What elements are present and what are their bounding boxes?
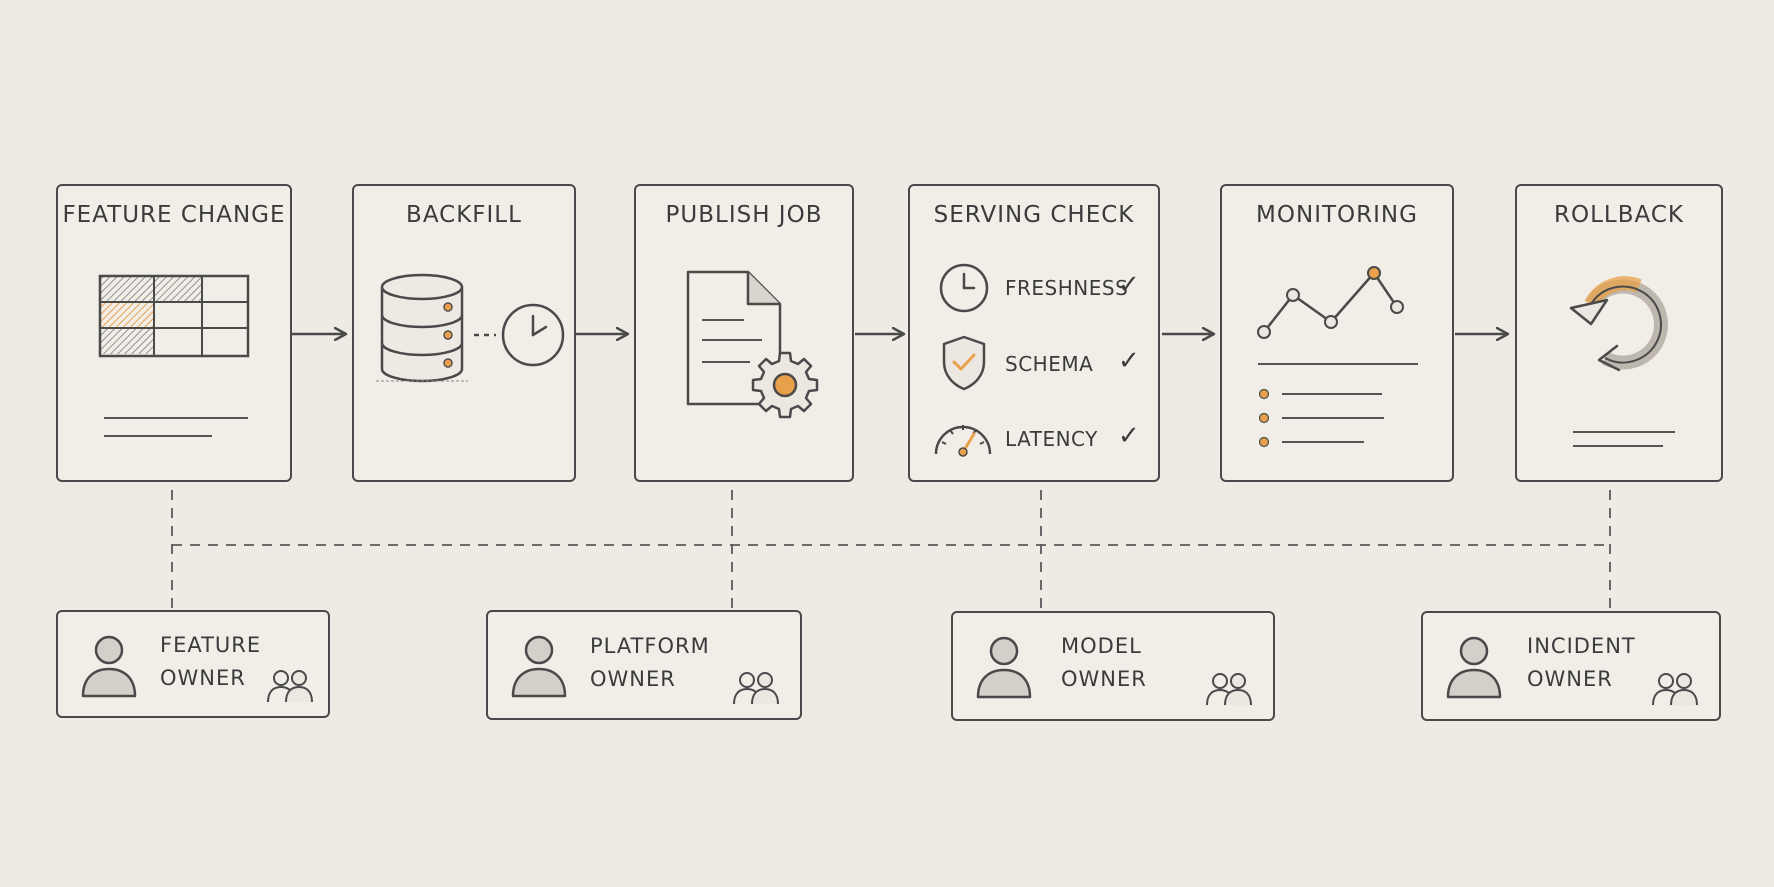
notes-lines	[104, 417, 248, 437]
owner-label-line1: INCIDENT	[1527, 634, 1636, 658]
owner-label: INCIDENT OWNER	[1527, 630, 1636, 696]
person-icon	[81, 635, 137, 698]
rollback-arrow-icon	[1569, 276, 1668, 372]
team-icon	[267, 670, 313, 703]
stage-title: SERVING CHECK	[933, 202, 1135, 228]
stage-title: PUBLISH JOB	[665, 202, 823, 228]
dotted-connector	[474, 333, 496, 337]
clock-icon	[939, 263, 989, 313]
clock-icon	[501, 303, 565, 367]
stage-publish-job: PUBLISH JOB	[634, 184, 854, 482]
owner-card-model: MODEL OWNER	[951, 611, 1275, 721]
check-label-freshness: FRESHNESS	[1005, 276, 1129, 300]
owner-label-line2: OWNER	[1527, 667, 1613, 691]
person-icon	[511, 635, 567, 698]
check-mark-latency: ✓	[1118, 421, 1140, 451]
stage-backfill: BACKFILL	[352, 184, 576, 482]
owner-label-line2: OWNER	[160, 666, 246, 690]
document-gear-icon	[686, 270, 819, 419]
owner-label-line1: MODEL	[1061, 634, 1142, 658]
owner-label-line1: FEATURE	[160, 633, 262, 657]
stage-title: MONITORING	[1256, 202, 1418, 228]
owner-card-platform: PLATFORM OWNER	[486, 610, 802, 720]
stage-title: FEATURE CHANGE	[62, 202, 286, 228]
owner-label-line1: PLATFORM	[590, 634, 710, 658]
check-label-schema: SCHEMA	[1005, 352, 1094, 376]
person-icon	[976, 636, 1032, 699]
notes-lines	[1573, 431, 1675, 447]
owner-label: MODEL OWNER	[1061, 630, 1147, 696]
check-mark-schema: ✓	[1118, 346, 1140, 376]
owner-label-line2: OWNER	[1061, 667, 1147, 691]
owner-card-feature: FEATURE OWNER	[56, 610, 330, 718]
stage-rollback: ROLLBACK	[1515, 184, 1723, 482]
person-icon	[1446, 636, 1502, 699]
stage-title: ROLLBACK	[1554, 202, 1684, 228]
gauge-icon	[934, 425, 992, 457]
legend-list-icon	[1258, 363, 1418, 448]
team-icon	[1206, 673, 1252, 706]
owner-label: PLATFORM OWNER	[590, 630, 710, 696]
shield-check-icon	[942, 335, 986, 391]
stage-serving-check: SERVING CHECK FRESHNESS ✓ SCHEMA ✓	[908, 184, 1160, 482]
team-icon	[733, 672, 779, 705]
team-icon	[1652, 673, 1698, 706]
stage-feature-change: FEATURE CHANGE	[56, 184, 292, 482]
owner-label: FEATURE OWNER	[160, 629, 261, 695]
check-mark-freshness: ✓	[1118, 270, 1140, 300]
database-icon	[376, 273, 468, 383]
check-label-latency: LATENCY	[1005, 427, 1098, 451]
stage-monitoring: MONITORING	[1220, 184, 1454, 482]
table-icon	[98, 274, 250, 358]
line-chart-icon	[1257, 266, 1404, 339]
owner-label-line2: OWNER	[590, 667, 676, 691]
owner-card-incident: INCIDENT OWNER	[1421, 611, 1721, 721]
stage-title: BACKFILL	[406, 202, 522, 228]
